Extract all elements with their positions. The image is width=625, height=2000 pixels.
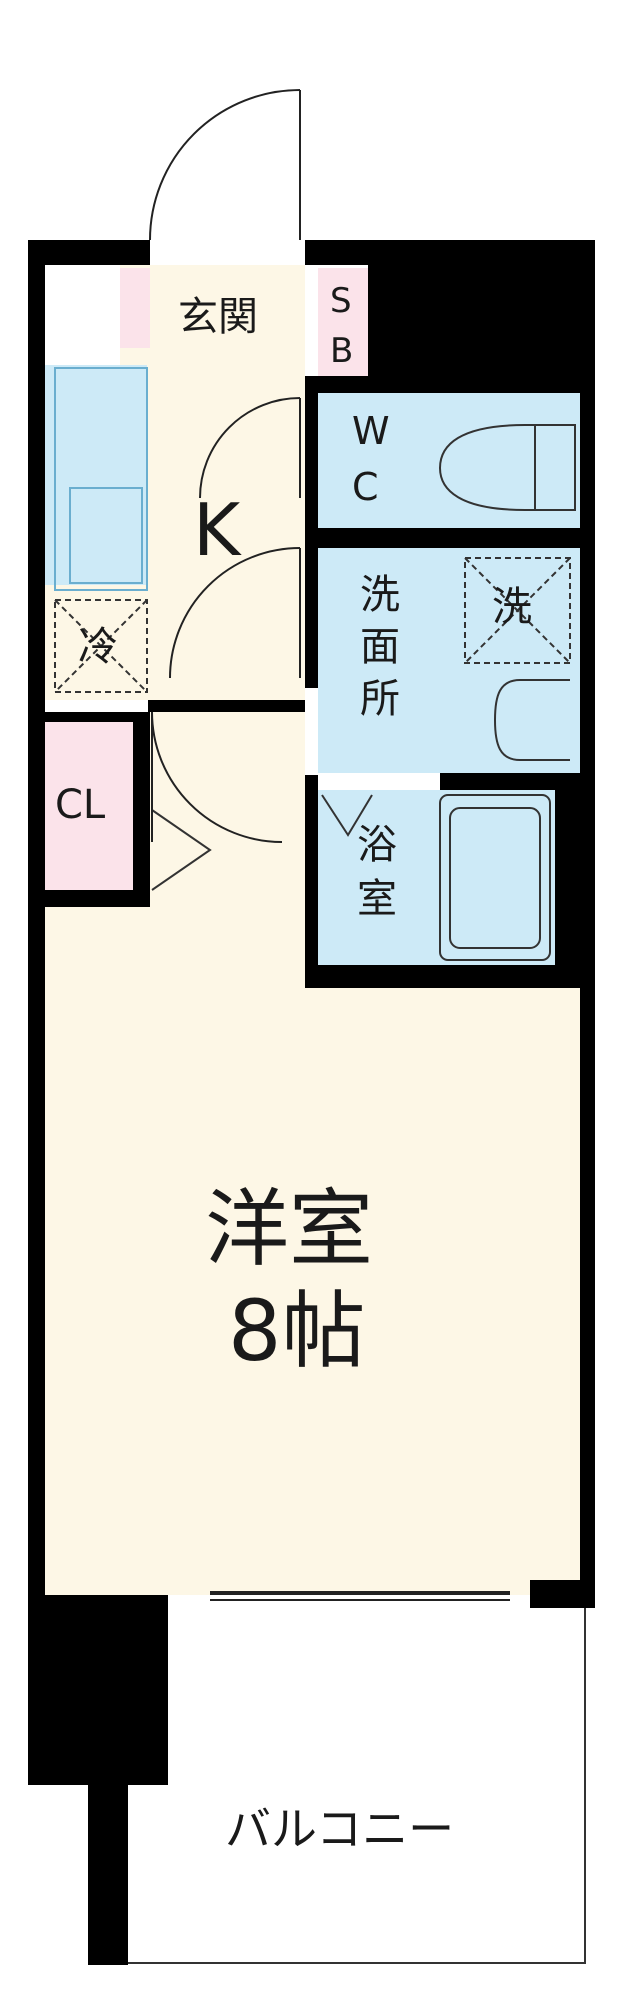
shoe-box-label-s: S <box>330 281 352 321</box>
room-door <box>151 711 283 843</box>
western-room-size-label: 8帖 <box>228 1282 365 1380</box>
wall-balcony-left-post <box>88 1785 128 1965</box>
wall-kitchen-hall <box>148 700 305 712</box>
washer-diag-2 <box>464 557 571 664</box>
wall-top-left <box>28 240 150 265</box>
washer-label: 洗 <box>492 584 532 630</box>
washroom-label-1: 洗 <box>360 572 400 618</box>
wall-bottom-right-stub <box>530 1580 595 1608</box>
western-room-label: 洋室 <box>205 1180 373 1278</box>
wall-closet-right <box>133 712 150 897</box>
bath-floor <box>318 790 555 965</box>
wall-bath-bottom <box>305 965 580 988</box>
closet-door-mark <box>151 809 212 891</box>
wall-wc-washroom <box>305 528 580 548</box>
bath-label-2: 室 <box>357 876 397 922</box>
closet-floor <box>45 720 135 890</box>
toilet <box>438 424 576 511</box>
walls <box>28 240 595 1965</box>
sink-cabinet <box>54 367 148 591</box>
sink-basin <box>69 487 143 584</box>
shoe-box <box>318 268 368 376</box>
wall-closet-top <box>45 712 150 722</box>
washroom-label-2: 面 <box>360 624 400 670</box>
bath-door-mark <box>321 794 373 837</box>
entry-cabinet <box>120 268 150 348</box>
fixtures <box>54 367 576 961</box>
bath-label-1: 浴 <box>357 822 397 868</box>
closet-label: CL <box>55 782 106 828</box>
bathtub <box>439 794 551 961</box>
fridge-diag-2 <box>54 599 148 693</box>
wc-label-c: C <box>352 465 379 509</box>
wash-basin <box>493 679 570 761</box>
washer-space <box>464 557 571 664</box>
entrance-label: 玄関 <box>178 294 258 340</box>
washroom-floor <box>318 548 580 773</box>
fridge-space <box>54 599 148 693</box>
western-room-floor-upper <box>148 980 580 1080</box>
doors <box>149 89 510 1601</box>
shoe-box-label-b: B <box>330 331 353 371</box>
balcony-rail <box>128 1608 586 1964</box>
kitchen-door <box>199 397 301 499</box>
wall-left-upper <box>28 240 45 1595</box>
wall-service-left <box>305 376 318 688</box>
hall-door <box>169 547 301 679</box>
wc-label-w: W <box>352 409 390 453</box>
fridge-label: 冷 <box>78 624 118 670</box>
balcony <box>128 1608 586 1964</box>
wall-balcony-left-block <box>28 1595 168 1785</box>
wc-floor <box>318 393 580 528</box>
labels: 玄関 S B W C K 冷 洗 面 所 洗 CL 浴 室 洋室 8帖 バルコニ… <box>55 281 532 1856</box>
wall-right-dark-block <box>368 240 580 393</box>
floors <box>45 265 580 1595</box>
bathtub-inner <box>449 807 541 949</box>
wall-sb-bottom <box>305 376 580 393</box>
front-door <box>149 89 301 241</box>
hall-floor <box>148 700 305 900</box>
wall-closet-bottom <box>45 890 150 907</box>
wall-bath-right <box>555 773 580 988</box>
wall-bath-top-right <box>440 773 580 790</box>
kitchen-counter <box>45 365 147 585</box>
wall-service-left-lower <box>305 775 318 988</box>
washroom-label-3: 所 <box>360 676 400 722</box>
kitchen-label: K <box>193 488 242 572</box>
balcony-label: バルコニー <box>225 1802 454 1856</box>
wall-right-upper <box>580 240 595 1595</box>
